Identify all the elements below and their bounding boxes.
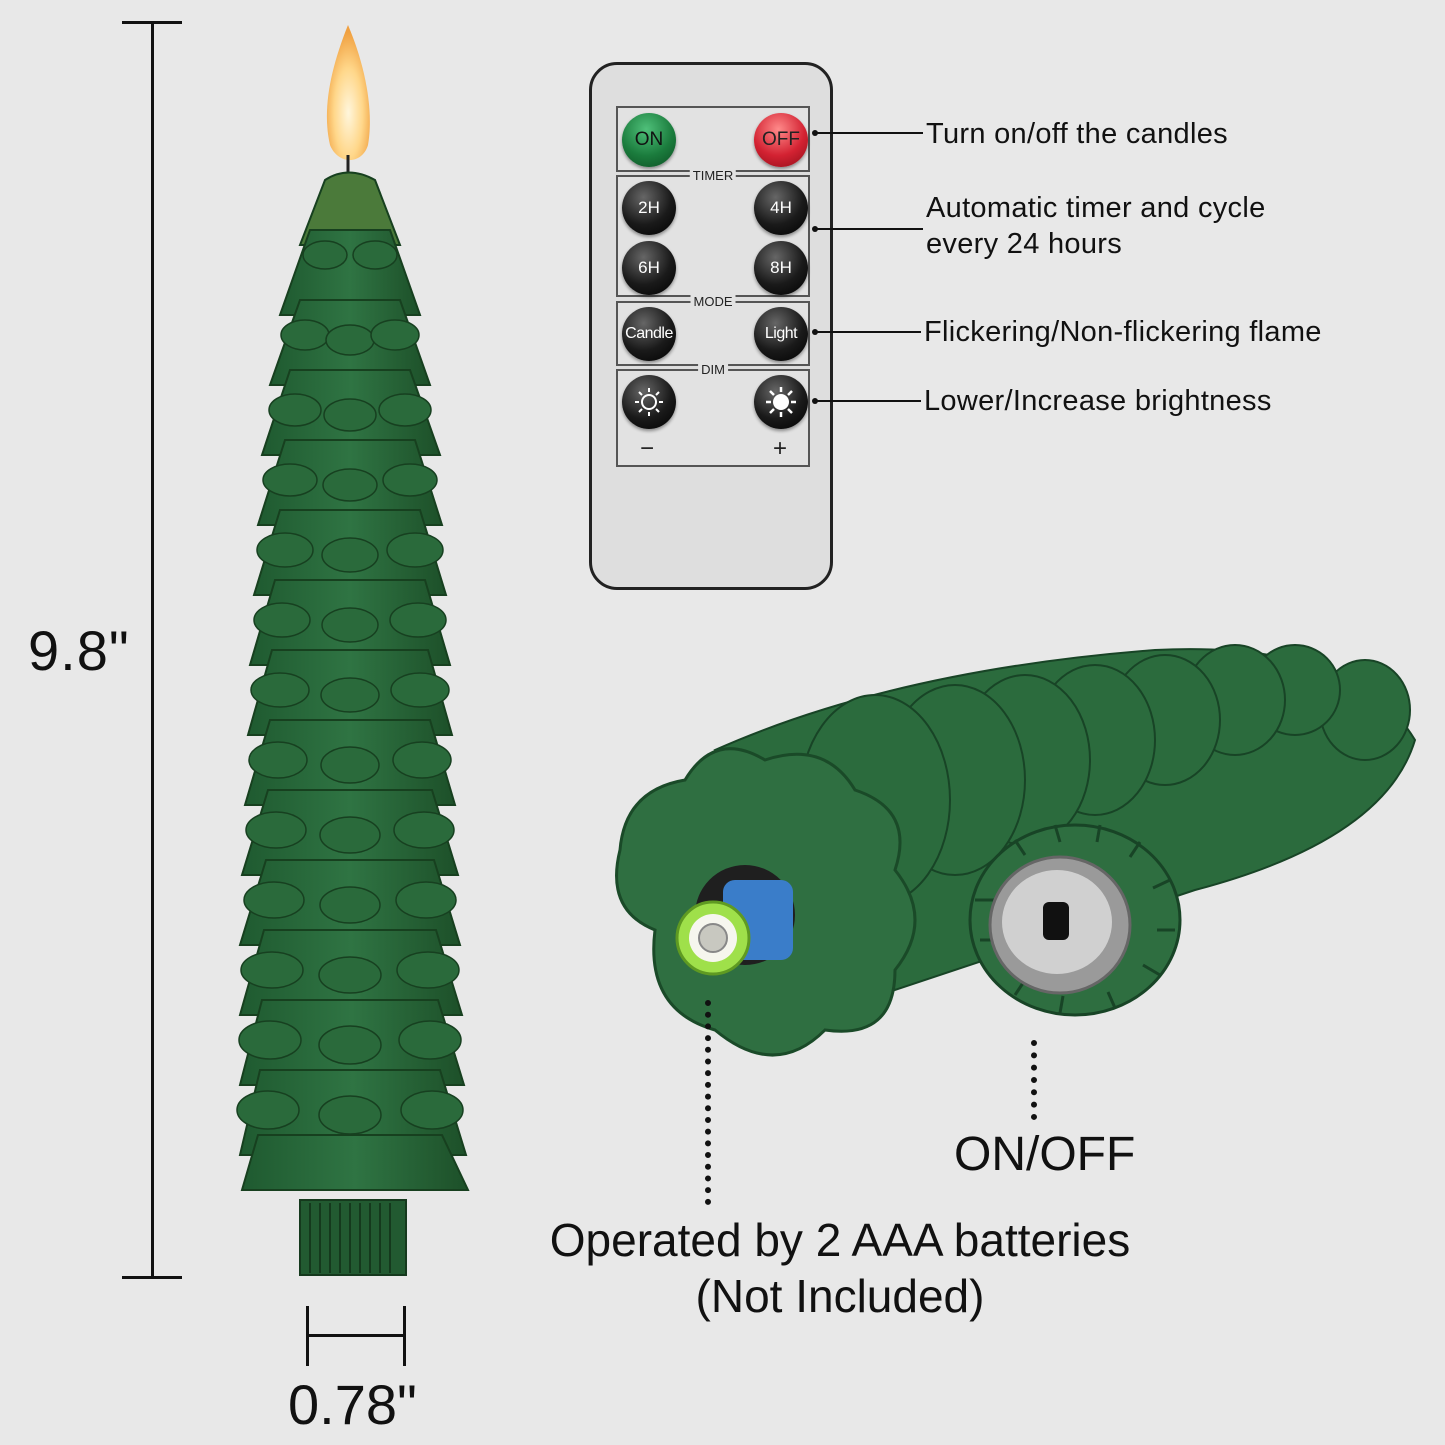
mode-panel: MODE Candle Light bbox=[616, 294, 810, 366]
candle-mode-button[interactable]: Candle bbox=[622, 307, 676, 361]
timer-8h-button[interactable]: 8H bbox=[754, 241, 808, 295]
sun-bright-icon bbox=[766, 387, 796, 417]
on-off-switch-label: ON/OFF bbox=[954, 1128, 1136, 1181]
callout-timer: Automatic timer and cycle every 24 hours bbox=[926, 190, 1266, 262]
callout-dim: Lower/Increase brightness bbox=[924, 385, 1272, 417]
callout-line-power bbox=[815, 132, 923, 134]
height-dimension-line bbox=[151, 22, 154, 1278]
dim-plus-label: + bbox=[773, 435, 788, 462]
on-button[interactable]: ON bbox=[622, 113, 676, 167]
power-panel: ON OFF bbox=[616, 106, 810, 172]
dim-title: DIM bbox=[698, 362, 728, 377]
mode-title: MODE bbox=[690, 294, 736, 309]
sun-dim-icon bbox=[635, 388, 663, 416]
timer-2h-button[interactable]: 2H bbox=[622, 181, 676, 235]
remote-control: ON OFF TIMER 2H 4H 6H 8H MODE Candle Lig… bbox=[589, 62, 833, 590]
tree-candle-bottom-view-image bbox=[615, 644, 1417, 1057]
dim-minus-label: − bbox=[640, 435, 655, 462]
callout-mode: Flickering/Non-flickering flame bbox=[924, 316, 1322, 348]
timer-6h-button[interactable]: 6H bbox=[622, 241, 676, 295]
callout-timer-line2: every 24 hours bbox=[926, 228, 1123, 260]
switch-pointer-line bbox=[1031, 1040, 1037, 1120]
tree-candle-image bbox=[236, 25, 470, 1276]
battery-pointer-line bbox=[705, 1000, 711, 1205]
callout-line-dim bbox=[815, 400, 921, 402]
callout-line-timer bbox=[815, 228, 923, 230]
height-bottom-tick bbox=[122, 1276, 182, 1279]
height-top-tick bbox=[122, 21, 182, 24]
timer-panel: TIMER 2H 4H 6H 8H bbox=[616, 168, 810, 297]
off-button[interactable]: OFF bbox=[754, 113, 808, 167]
light-mode-button[interactable]: Light bbox=[754, 307, 808, 361]
dim-decrease-button[interactable] bbox=[622, 375, 676, 429]
callout-power: Turn on/off the candles bbox=[926, 118, 1228, 150]
height-label: 9.8" bbox=[28, 619, 130, 682]
dim-panel: DIM − bbox=[616, 362, 810, 467]
callout-timer-line1: Automatic timer and cycle bbox=[926, 192, 1266, 224]
timer-4h-button[interactable]: 4H bbox=[754, 181, 808, 235]
battery-info-line2: (Not Included) bbox=[695, 1270, 985, 1322]
width-dimension-line bbox=[306, 1334, 406, 1337]
timer-title: TIMER bbox=[689, 168, 737, 183]
battery-info: Operated by 2 AAA batteries (Not Include… bbox=[480, 1212, 1200, 1324]
dim-increase-button[interactable] bbox=[754, 375, 808, 429]
callout-line-mode bbox=[815, 331, 921, 333]
battery-info-line1: Operated by 2 AAA batteries bbox=[549, 1214, 1131, 1266]
width-label: 0.78" bbox=[288, 1373, 417, 1436]
